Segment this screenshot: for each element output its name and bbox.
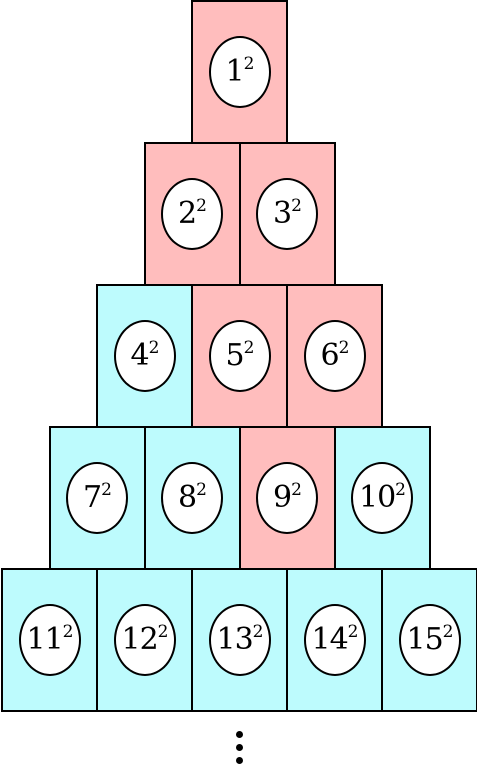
pyramid-cell: 152 — [381, 568, 477, 712]
square-label: 32 — [273, 196, 302, 231]
square-label: 132 — [216, 622, 264, 657]
square-exponent: 2 — [252, 622, 264, 642]
square-base: 2 — [178, 196, 197, 231]
ellipsis-dot — [236, 757, 243, 764]
square-base: 15 — [406, 622, 443, 657]
square-exponent: 2 — [291, 196, 302, 216]
square-base: 12 — [121, 622, 158, 657]
square-exponent: 2 — [442, 622, 454, 642]
square-label: 72 — [83, 480, 112, 515]
pyramid-cell: 12 — [191, 0, 288, 144]
square-label: 22 — [178, 196, 207, 231]
square-base: 4 — [130, 338, 150, 373]
square-label: 122 — [121, 622, 169, 657]
square-base: 11 — [26, 622, 63, 657]
square-label-circle: 152 — [398, 604, 461, 676]
square-base: 9 — [273, 480, 292, 515]
pyramid-cell: 102 — [333, 426, 431, 570]
square-exponent: 2 — [196, 480, 207, 500]
pyramid-cell: 22 — [143, 142, 241, 286]
square-exponent: 2 — [157, 622, 169, 642]
square-base: 5 — [225, 338, 245, 373]
square-base: 6 — [320, 338, 340, 373]
square-label-circle: 82 — [161, 462, 223, 534]
square-label-circle: 42 — [113, 320, 176, 392]
square-exponent: 2 — [291, 480, 302, 500]
square-label-circle: 122 — [113, 604, 176, 676]
square-label: 52 — [225, 338, 255, 373]
square-label: 152 — [406, 622, 454, 657]
square-label-circle: 72 — [66, 462, 128, 534]
square-exponent: 2 — [101, 480, 112, 500]
square-label: 112 — [26, 622, 74, 657]
square-label-circle: 62 — [303, 320, 366, 392]
square-base: 8 — [178, 480, 197, 515]
square-exponent: 2 — [338, 338, 350, 358]
square-base: 13 — [216, 622, 253, 657]
pyramid-cell: 72 — [48, 426, 146, 570]
square-label-circle: 102 — [351, 462, 413, 534]
square-label: 62 — [320, 338, 350, 373]
square-base: 1 — [225, 54, 245, 89]
square-label-circle: 22 — [161, 178, 223, 250]
square-base: 7 — [83, 480, 102, 515]
square-label-circle: 112 — [18, 604, 81, 676]
square-exponent: 2 — [347, 622, 359, 642]
pyramid-cell: 142 — [286, 568, 383, 712]
square-base: 14 — [311, 622, 348, 657]
square-exponent: 2 — [243, 54, 255, 74]
pyramid-cell: 82 — [143, 426, 241, 570]
square-exponent: 2 — [243, 338, 255, 358]
square-label-circle: 12 — [208, 36, 271, 108]
ellipsis-dot — [236, 744, 243, 751]
square-exponent: 2 — [62, 622, 74, 642]
square-label: 92 — [273, 480, 302, 515]
square-label: 142 — [311, 622, 359, 657]
square-base: 3 — [273, 196, 292, 231]
square-label-circle: 32 — [256, 178, 318, 250]
square-label-circle: 142 — [303, 604, 366, 676]
square-exponent: 2 — [395, 480, 406, 500]
square-exponent: 2 — [148, 338, 160, 358]
pyramid-cell: 112 — [1, 568, 98, 712]
square-label: 82 — [178, 480, 207, 515]
square-base: 10 — [358, 480, 396, 515]
pyramid-cell: 122 — [96, 568, 193, 712]
square-label: 102 — [358, 480, 406, 515]
square-label-circle: 92 — [256, 462, 318, 534]
pyramid-cell: 52 — [191, 284, 288, 428]
square-label: 12 — [225, 54, 255, 89]
square-exponent: 2 — [196, 196, 207, 216]
pyramid-cell: 32 — [238, 142, 336, 286]
square-label-circle: 52 — [208, 320, 271, 392]
ellipsis-dot — [236, 731, 243, 738]
square-label: 42 — [130, 338, 160, 373]
pyramid-cell: 92 — [238, 426, 336, 570]
pyramid-cell: 42 — [96, 284, 193, 428]
pyramid-cell: 132 — [191, 568, 288, 712]
square-label-circle: 132 — [208, 604, 271, 676]
pyramid-cell: 62 — [286, 284, 383, 428]
